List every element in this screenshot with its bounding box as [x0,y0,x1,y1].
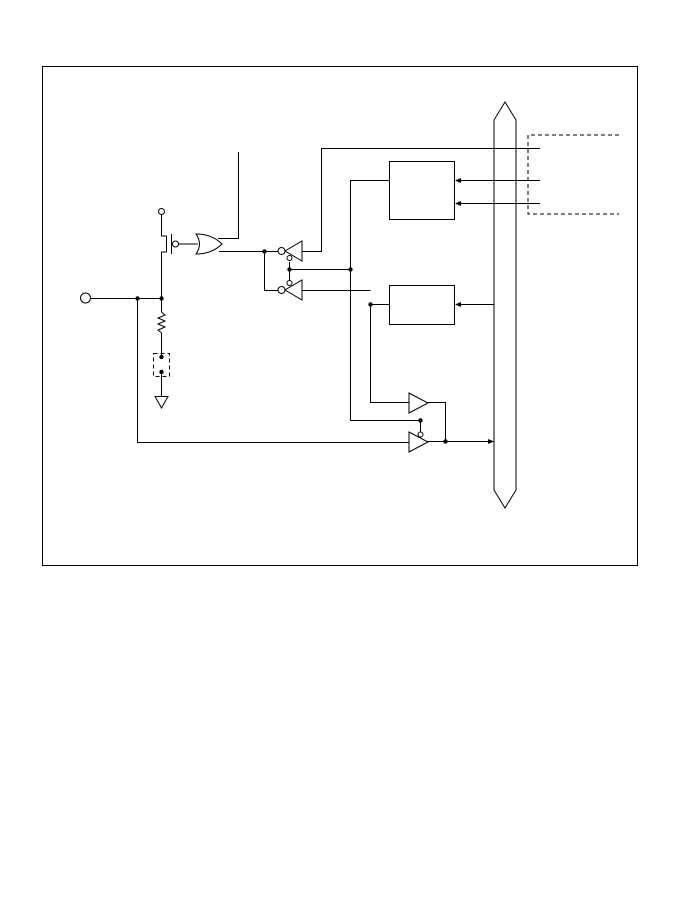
junction-dot [418,418,423,423]
control-to-upper-buffer [302,148,322,252]
pin-input-path [137,298,409,443]
junction-dot [159,354,164,360]
lower-buffer-enable-bubble [286,280,293,286]
junction-dot [287,267,292,272]
lower-buffer-bubble [277,286,286,294]
pull-down-resistor [156,311,167,334]
pmos-source [161,215,167,237]
pull-down-option-switch [153,353,170,377]
pmos-drain [161,251,167,312]
gate-control-input [218,152,239,239]
or-gate-bubble [172,240,179,248]
junction-dot [368,302,373,307]
io-pin-terminal [80,292,91,304]
control-arrow-2 [455,178,461,183]
internal-bus [493,101,517,509]
control-arrow-3 [455,201,461,206]
dir-register-output [350,180,421,432]
bus-to-data-register-arrow [455,302,461,307]
buffer-outputs-join [264,251,278,291]
diagram-frame [42,66,638,566]
junction-dot [348,267,353,272]
or-gate [195,233,223,255]
data-register-output [370,304,409,403]
data-register-block [389,285,455,325]
external-control-box [527,134,619,215]
vcc-terminal [158,208,165,215]
read-register-output [428,402,446,442]
junction-dot [159,369,164,375]
junction-dot [262,249,267,254]
junction-dots [135,249,448,444]
read-register-buffer [408,392,430,414]
upper-tristate-buffer [284,240,303,262]
direction-register-block [389,161,455,220]
lower-tristate-buffer [284,279,303,301]
upper-buffer-enable-bubble [286,255,293,261]
ground-icon [154,396,169,410]
read-output-arrow [488,439,494,444]
read-pin-buffer [408,431,430,453]
junction-dot [159,296,164,301]
upper-buffer-bubble [277,247,286,255]
read-pin-enable-bubble [417,431,424,438]
junction-dot [443,439,448,444]
junction-dot [135,296,140,301]
